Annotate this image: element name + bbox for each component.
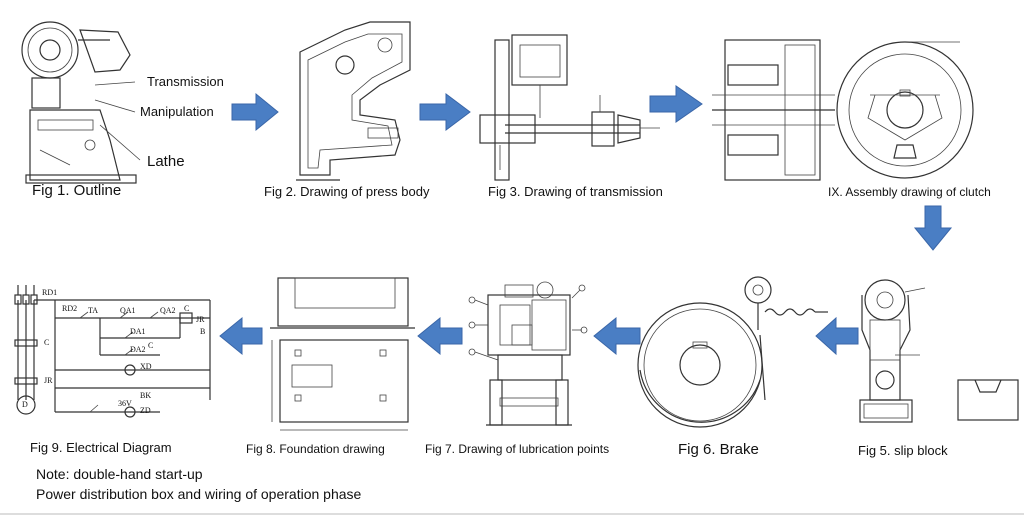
label-jr1: JR xyxy=(196,315,205,324)
label-rd2: RD2 xyxy=(62,304,78,313)
caption-fig6: Fig 6. Brake xyxy=(678,441,759,458)
arrow-fig1-to-fig2 xyxy=(231,92,279,132)
label-c2: C xyxy=(148,341,154,350)
label-rd1: RD1 xyxy=(42,288,58,297)
label-c1: C xyxy=(184,304,190,313)
caption-fig3: Fig 3. Drawing of transmission xyxy=(488,184,663,199)
caption-fig2: Fig 2. Drawing of press body xyxy=(264,184,430,199)
label-ta: TA xyxy=(88,306,99,315)
arrow-fig2-to-fig3 xyxy=(419,93,471,131)
label-d: D xyxy=(22,400,28,409)
label-c3: C xyxy=(44,338,50,347)
fig7-lubrication-points-drawing xyxy=(468,281,588,426)
label-b: B xyxy=(200,327,206,336)
label-da1: DA1 xyxy=(130,327,146,336)
note-line-1: Note: double-hand start-up xyxy=(36,466,203,482)
fig5-slip-block-drawing xyxy=(859,279,1019,423)
label-zd: ZD xyxy=(140,406,151,415)
arrow-fig5-to-fig6 xyxy=(815,316,859,356)
arrow-fig7-to-fig8 xyxy=(417,316,463,356)
fig6-brake-drawing xyxy=(637,276,828,428)
label-lathe: Lathe xyxy=(147,153,185,170)
caption-fig9: Fig 9. Electrical Diagram xyxy=(30,440,172,455)
caption-fig8: Fig 8. Foundation drawing xyxy=(246,442,385,456)
arrow-fig6-to-fig7 xyxy=(593,316,641,356)
fig1-outline-drawing xyxy=(21,21,141,184)
label-jr2: JR xyxy=(44,376,53,385)
fig9-electrical-diagram-drawing xyxy=(14,285,211,418)
flow-arrows xyxy=(219,85,953,356)
label-qa2: QA2 xyxy=(160,306,176,315)
label-xd: XD xyxy=(140,362,152,371)
fig3-transmission-drawing xyxy=(479,34,660,181)
arrow-fig3-to-fig4 xyxy=(649,85,703,123)
fig4-clutch-assembly-drawing xyxy=(712,39,974,181)
label-transmission: Transmission xyxy=(147,74,224,89)
label-36v: 36V xyxy=(118,399,132,408)
caption-fig1: Fig 1. Outline xyxy=(32,182,122,199)
fig8-foundation-drawing xyxy=(270,277,415,431)
label-da2: DA2 xyxy=(130,345,146,354)
arrow-fig4-to-fig5 xyxy=(913,205,953,251)
label-bk: BK xyxy=(140,391,152,400)
arrow-fig8-to-fig9 xyxy=(219,316,263,356)
caption-fig4: IX. Assembly drawing of clutch xyxy=(828,185,991,199)
note-line-2: Power distribution box and wiring of ope… xyxy=(36,486,362,502)
fig2-press-body-drawing xyxy=(296,21,411,181)
caption-fig5: Fig 5. slip block xyxy=(858,443,948,458)
label-qa1: QA1 xyxy=(120,306,136,315)
caption-fig7: Fig 7. Drawing of lubrication points xyxy=(425,442,610,456)
label-manipulation: Manipulation xyxy=(140,104,214,119)
